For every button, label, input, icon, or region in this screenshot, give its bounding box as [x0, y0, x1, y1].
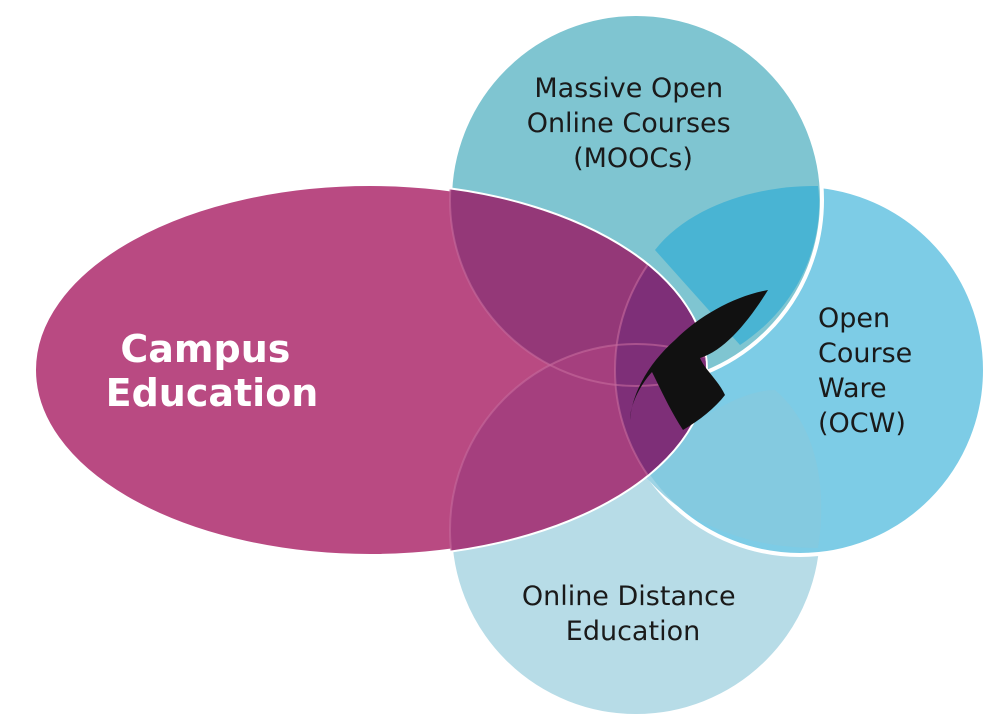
- moocs-label-line: (MOOCs): [573, 143, 693, 174]
- online-distance-label: Online Distance Education: [522, 581, 744, 647]
- online-distance-label-line: Education: [566, 616, 700, 647]
- flame-icon: [630, 290, 768, 430]
- moocs-ocw-overlap: [655, 185, 820, 345]
- online-distance-label-line: Online Distance: [522, 581, 736, 612]
- campus-label: Campus Education: [106, 327, 319, 415]
- ocw-label-line: (OCW): [818, 408, 906, 439]
- campus-label-line: Campus: [120, 327, 290, 371]
- moocs-label-line: Massive Open: [534, 73, 723, 104]
- moocs-label: Massive Open Online Courses (MOOCs): [527, 73, 740, 174]
- ocw-online-overlap: [640, 390, 822, 548]
- ocw-label: Open Course Ware (OCW): [818, 303, 921, 439]
- ocw-label-line: Ware: [818, 373, 887, 404]
- ocw-label-line: Open: [818, 303, 890, 334]
- moocs-label-line: Online Courses: [527, 108, 731, 139]
- ocw-label-line: Course: [818, 338, 912, 369]
- campus-label-line: Education: [106, 371, 319, 415]
